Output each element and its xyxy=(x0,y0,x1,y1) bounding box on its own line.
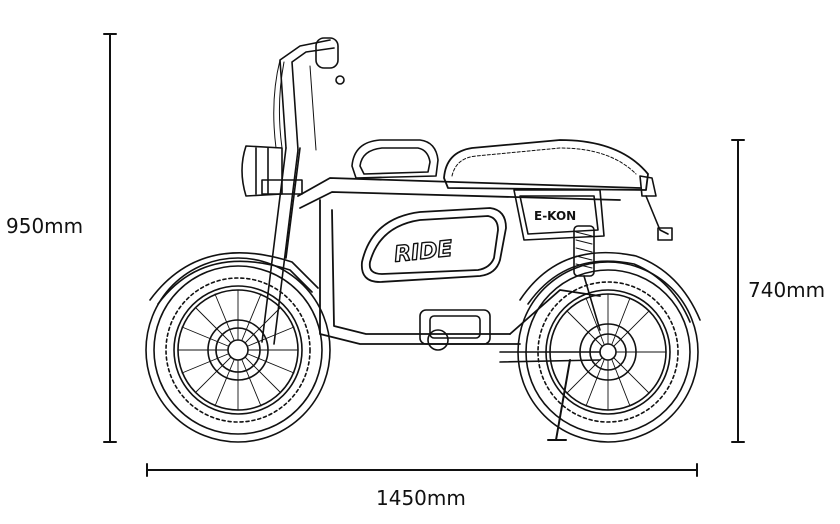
front-wheel xyxy=(145,257,331,443)
overall-height-label: 950mm xyxy=(6,214,84,238)
height-dimension-line xyxy=(103,33,117,443)
front-fork xyxy=(261,147,303,345)
rear-fender xyxy=(519,251,701,323)
handlebar xyxy=(273,37,345,151)
overall-length-label: 1450mm xyxy=(376,486,466,510)
tail-light xyxy=(639,175,673,241)
seat xyxy=(443,139,649,191)
motor xyxy=(419,309,491,351)
battery-tank xyxy=(360,207,507,283)
frame xyxy=(297,177,641,345)
swingarm xyxy=(499,351,601,363)
length-dimension-line xyxy=(146,463,698,477)
rear-shock xyxy=(573,225,601,331)
kickstand xyxy=(547,359,571,441)
seat-height-dimension-line xyxy=(731,139,745,443)
storage-box xyxy=(351,139,439,179)
panel-logo-text: E-KON xyxy=(534,209,576,223)
headlight xyxy=(241,145,283,197)
seat-height-label: 740mm xyxy=(748,278,826,302)
tank-logo-text: RIDE xyxy=(393,237,454,268)
front-fender xyxy=(149,252,319,305)
